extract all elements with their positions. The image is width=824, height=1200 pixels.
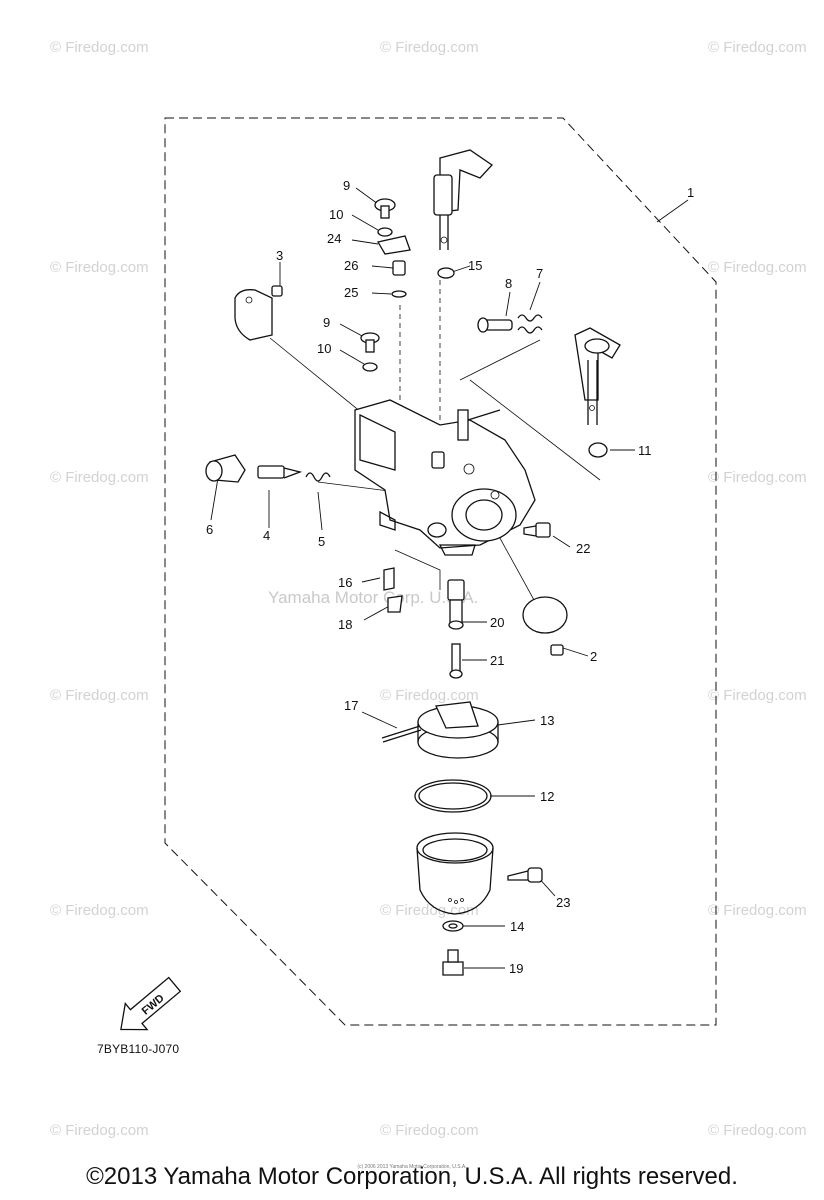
watermark: © Firedog.com [708, 687, 807, 704]
callout-label: 4 [263, 528, 270, 543]
bracket-part [376, 235, 411, 255]
parts [205, 149, 621, 976]
watermark: © Firedog.com [50, 902, 149, 919]
callout-label: 10 [329, 207, 343, 222]
callout-label: 10 [317, 341, 331, 356]
callout-label: 24 [327, 231, 341, 246]
callout-label: 22 [576, 541, 590, 556]
main-jet-part [449, 643, 463, 679]
washer-part [377, 227, 393, 237]
nozzle-part [447, 579, 465, 630]
gasket-washer-part [442, 920, 464, 932]
seal-part [437, 267, 455, 279]
watermark: © Firedog.com [380, 39, 479, 56]
spring-part [305, 472, 331, 482]
assembly-boundary [164, 117, 717, 1026]
watermark: © Firedog.com [708, 39, 807, 56]
needle-part [383, 567, 395, 591]
callout-labels: 1 2 3 4 5 6 7 8 9 9 10 10 11 12 13 14 15… [206, 178, 694, 976]
plate-part [234, 285, 283, 341]
watermark: © Firedog.com [380, 1122, 479, 1139]
drain-bolt-part [442, 949, 464, 976]
callout-label: 1 [687, 185, 694, 200]
copyright-footer: ©2013 Yamaha Motor Corporation, U.S.A. A… [86, 1163, 738, 1190]
choke-lever-part [433, 149, 493, 250]
o-ring-part [391, 290, 407, 298]
cover-plate-part [522, 596, 568, 656]
screw-part [374, 198, 396, 219]
throttle-lever-part [574, 327, 621, 425]
callout-label: 15 [468, 258, 482, 273]
footer-small-print: (c) 2006 2013 Yamaha Motor Corporation, … [357, 1164, 467, 1170]
watermark: © Firedog.com [50, 39, 149, 56]
carburetor-body-part [354, 399, 536, 556]
callout-label: 19 [509, 961, 523, 976]
fwd-arrow-icon: FWD [120, 976, 182, 1031]
drain-screw-part [523, 522, 551, 538]
callout-label: 12 [540, 789, 554, 804]
float-part [381, 701, 499, 759]
float-bowl-part [416, 832, 494, 915]
grommet-part [588, 442, 608, 458]
callout-label: 2 [590, 649, 597, 664]
watermark: © Firedog.com [50, 1122, 149, 1139]
center-watermark: Yamaha Motor Corp. U.S.A. [268, 588, 478, 607]
callout-label: 14 [510, 919, 524, 934]
pilot-screw-part [257, 465, 303, 479]
gasket-part [414, 779, 492, 813]
callout-label: 6 [206, 522, 213, 537]
callout-label: 18 [338, 617, 352, 632]
jet-part [392, 260, 406, 276]
callout-label: 5 [318, 534, 325, 549]
callout-label: 3 [276, 248, 283, 263]
callout-label: 16 [338, 575, 352, 590]
callout-label: 21 [490, 653, 504, 668]
clip-part [387, 595, 403, 613]
callout-label: 17 [344, 698, 358, 713]
watermark-grid: © Firedog.com © Firedog.com © Firedog.co… [50, 39, 807, 1139]
watermark: © Firedog.com [380, 902, 479, 919]
callout-label: 11 [638, 443, 652, 458]
callout-label: 9 [343, 178, 350, 193]
callout-label: 23 [556, 895, 570, 910]
watermark: © Firedog.com [708, 259, 807, 276]
idle-screw-part [477, 314, 543, 334]
callout-label: 26 [344, 258, 358, 273]
callout-label: 8 [505, 276, 512, 291]
callout-label: 13 [540, 713, 554, 728]
watermark: © Firedog.com [708, 1122, 807, 1139]
cap-part [205, 454, 246, 483]
watermark: © Firedog.com [50, 259, 149, 276]
watermark: © Firedog.com [50, 469, 149, 486]
screw-shank [365, 339, 375, 353]
callout-label: 25 [344, 285, 358, 300]
watermark: © Firedog.com [708, 902, 807, 919]
watermark: © Firedog.com [708, 469, 807, 486]
callout-label: 9 [323, 315, 330, 330]
bowl-screw-part [507, 867, 543, 883]
watermark: © Firedog.com [380, 687, 479, 704]
washer-part [362, 362, 378, 372]
diagram-part-code: 7BYB110-J070 [97, 1042, 180, 1056]
watermark: © Firedog.com [50, 687, 149, 704]
callout-label: 7 [536, 266, 543, 281]
callout-label: 20 [490, 615, 504, 630]
